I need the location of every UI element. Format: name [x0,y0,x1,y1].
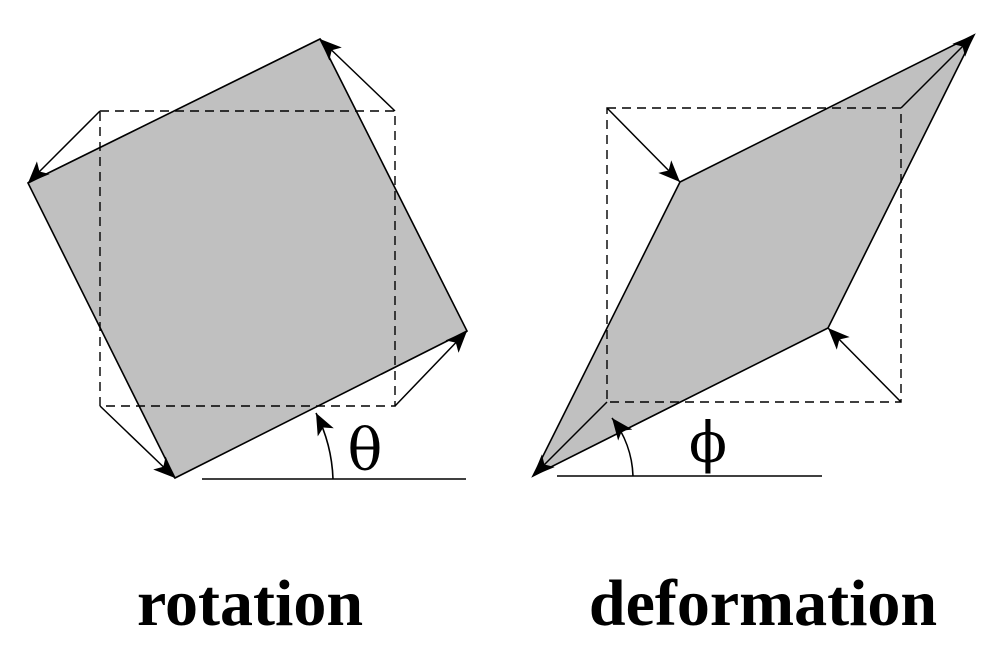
rotation-angle-symbol: θ [348,416,383,484]
deformation-arrow-bottom-right [827,327,902,403]
rotation-caption: rotation [137,567,363,640]
deformation-caption: deformation [589,567,937,640]
original-square-dashed-2 [606,107,902,403]
rotation-angle-arc [315,412,334,480]
rotation-arrow-top-right [319,38,396,112]
rotation-arrow-bottom-right [394,330,468,407]
deformation-arrow-bottom-left [532,401,608,477]
rotation-arrow-top-left [27,110,101,184]
deformation-angle-symbol: ϕ [689,411,727,476]
original-square-dashed [99,110,396,407]
deformation-arrow-top-left [606,107,681,183]
rotation-panel: θ rotation [26,37,469,640]
rotated-square [26,37,469,480]
deformation-arrow-top-right [900,34,975,109]
deformation-panel: ϕ deformation [531,33,976,640]
deformation-angle-arc [611,417,634,477]
rotation-arrow-bottom-left [99,405,176,479]
